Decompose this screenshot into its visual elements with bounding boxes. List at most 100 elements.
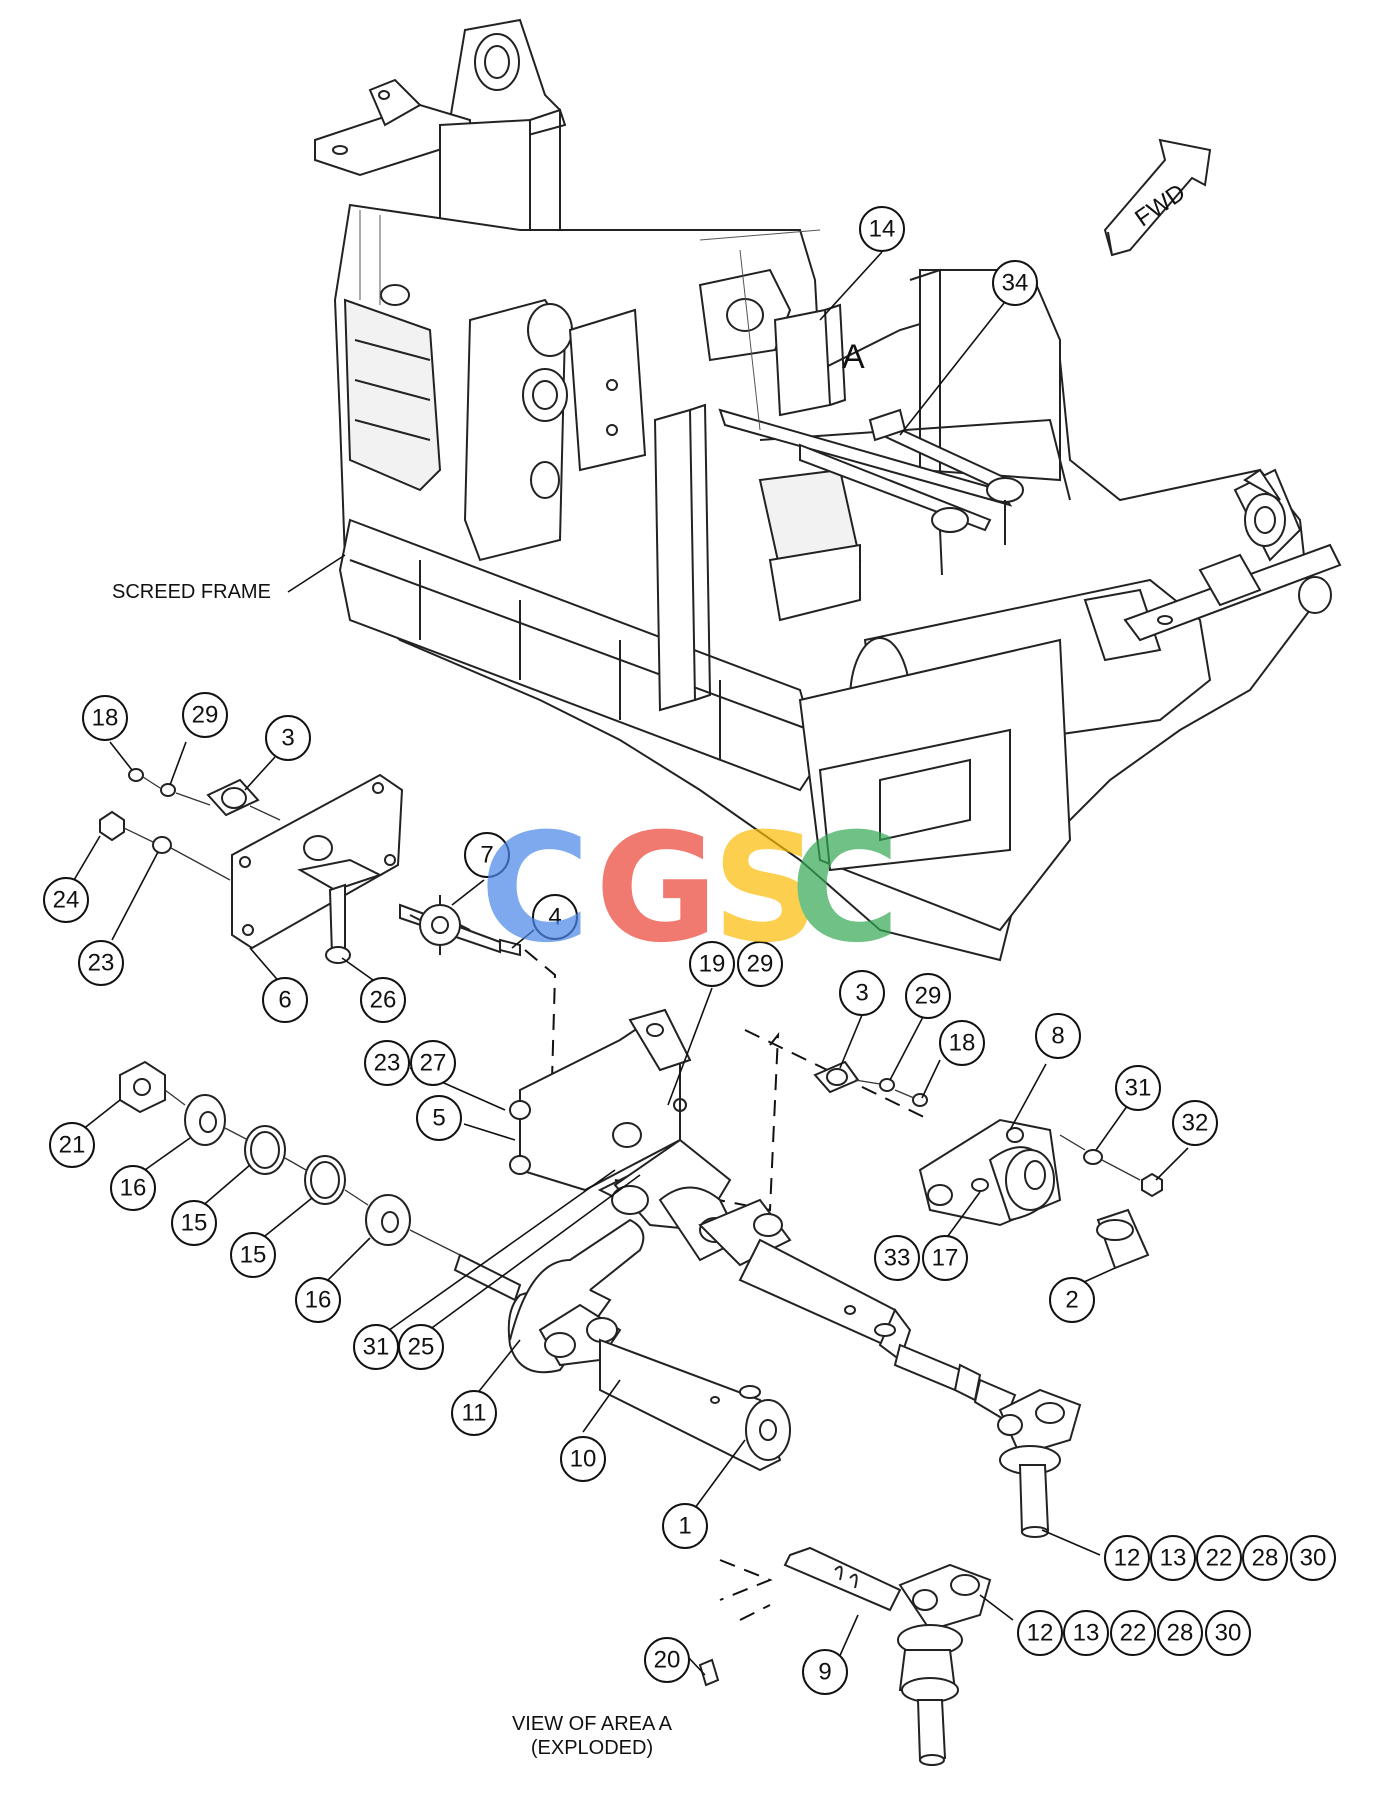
- callout-22: 22: [1196, 1535, 1242, 1581]
- callout-29b: 29: [737, 941, 783, 987]
- svg-text:20: 20: [654, 1647, 681, 1674]
- svg-text:8: 8: [1051, 1023, 1064, 1050]
- svg-text:2: 2: [1065, 1287, 1078, 1314]
- callout-28: 28: [1242, 1535, 1288, 1581]
- screed-frame-drawing: [314, 18, 1342, 962]
- callout-24: 24: [43, 877, 89, 923]
- svg-text:17: 17: [932, 1245, 959, 1272]
- svg-text:31: 31: [363, 1334, 390, 1361]
- callout-18: 18: [82, 695, 128, 741]
- callout-17: 17: [922, 1235, 968, 1281]
- svg-text:C: C: [480, 802, 590, 976]
- area-a-label: A: [842, 338, 865, 376]
- callout-1: 1: [662, 1503, 708, 1549]
- callout-7: 7: [464, 832, 510, 878]
- svg-text:10: 10: [570, 1446, 597, 1473]
- svg-text:16: 16: [120, 1175, 147, 1202]
- fwd-arrow: FWD: [1103, 138, 1212, 257]
- callout-23: 23: [78, 940, 124, 986]
- callout-31: 31: [1115, 1065, 1161, 1111]
- svg-text:6: 6: [278, 987, 291, 1014]
- svg-text:9: 9: [818, 1659, 831, 1686]
- svg-text:21: 21: [59, 1132, 86, 1159]
- callout-12: 12: [1104, 1535, 1150, 1581]
- callout-6: 6: [262, 977, 308, 1023]
- svg-text:19: 19: [699, 951, 726, 978]
- svg-text:28: 28: [1252, 1545, 1279, 1572]
- callout-28b: 28: [1157, 1610, 1203, 1656]
- svg-text:23: 23: [88, 950, 115, 977]
- svg-text:G: G: [595, 802, 718, 976]
- svg-text:13: 13: [1073, 1620, 1100, 1647]
- callout-18b: 18: [939, 1020, 985, 1066]
- svg-text:3: 3: [855, 980, 868, 1007]
- svg-text:27: 27: [420, 1050, 447, 1077]
- callout-9: 9: [802, 1649, 848, 1695]
- callout-29: 29: [182, 692, 228, 738]
- callout-30: 30: [1290, 1535, 1336, 1581]
- exploded-view-drawing: [99, 768, 1163, 1766]
- callout-4: 4: [532, 894, 578, 940]
- svg-text:28: 28: [1167, 1620, 1194, 1647]
- svg-text:18: 18: [92, 705, 119, 732]
- callout-15b: 15: [230, 1232, 276, 1278]
- svg-text:14: 14: [869, 216, 896, 243]
- callout-16: 16: [110, 1165, 156, 1211]
- svg-text:12: 12: [1114, 1545, 1141, 1572]
- svg-text:16: 16: [305, 1287, 332, 1314]
- callout-29c: 29: [905, 973, 951, 1019]
- svg-text:30: 30: [1215, 1620, 1242, 1647]
- callout-15: 15: [171, 1200, 217, 1246]
- svg-text:1: 1: [678, 1513, 691, 1540]
- callout-19: 19: [689, 941, 735, 987]
- callout-13: 13: [1150, 1535, 1196, 1581]
- callout-3b: 3: [839, 970, 885, 1016]
- callout-14: 14: [859, 206, 905, 252]
- callout-16b: 16: [295, 1277, 341, 1323]
- callout-20: 20: [644, 1637, 690, 1683]
- callout-31b: 31: [353, 1324, 399, 1370]
- view-caption-line1: VIEW OF AREA A: [512, 1713, 673, 1735]
- svg-text:11: 11: [462, 1400, 487, 1427]
- svg-text:13: 13: [1160, 1545, 1187, 1572]
- callout-8: 8: [1035, 1013, 1081, 1059]
- callout-11: 11: [451, 1390, 497, 1436]
- svg-text:C: C: [790, 802, 900, 976]
- svg-text:24: 24: [53, 887, 80, 914]
- callout-23b: 23: [364, 1040, 410, 1086]
- svg-text:22: 22: [1206, 1545, 1233, 1572]
- view-caption-line2: (EXPLODED): [531, 1737, 653, 1759]
- svg-text:22: 22: [1120, 1620, 1147, 1647]
- svg-text:7: 7: [480, 842, 493, 869]
- svg-text:3: 3: [281, 725, 294, 752]
- svg-text:31: 31: [1125, 1075, 1152, 1102]
- callout-12b: 12: [1017, 1610, 1063, 1656]
- callout-21: 21: [49, 1122, 95, 1168]
- callout-5: 5: [416, 1095, 462, 1141]
- callout-13b: 13: [1063, 1610, 1109, 1656]
- callout-27: 27: [410, 1040, 456, 1086]
- svg-text:15: 15: [240, 1242, 267, 1269]
- callout-10: 10: [560, 1436, 606, 1482]
- svg-text:29: 29: [915, 983, 942, 1010]
- svg-text:18: 18: [949, 1030, 976, 1057]
- callout-26: 26: [360, 977, 406, 1023]
- screed-frame-label: SCREED FRAME: [112, 581, 271, 603]
- svg-text:29: 29: [747, 951, 774, 978]
- callout-3: 3: [265, 715, 311, 761]
- callout-32: 32: [1172, 1100, 1218, 1146]
- callout-22b: 22: [1110, 1610, 1156, 1656]
- svg-text:15: 15: [181, 1210, 208, 1237]
- svg-text:5: 5: [432, 1105, 445, 1132]
- svg-text:26: 26: [370, 987, 397, 1014]
- svg-text:S: S: [712, 802, 820, 976]
- callout-34: 34: [992, 260, 1038, 306]
- svg-text:34: 34: [1002, 270, 1029, 297]
- callout-2: 2: [1049, 1277, 1095, 1323]
- callout-30b: 30: [1205, 1610, 1251, 1656]
- svg-text:25: 25: [408, 1334, 435, 1361]
- svg-text:12: 12: [1027, 1620, 1054, 1647]
- svg-text:33: 33: [884, 1245, 911, 1272]
- svg-text:32: 32: [1182, 1110, 1209, 1137]
